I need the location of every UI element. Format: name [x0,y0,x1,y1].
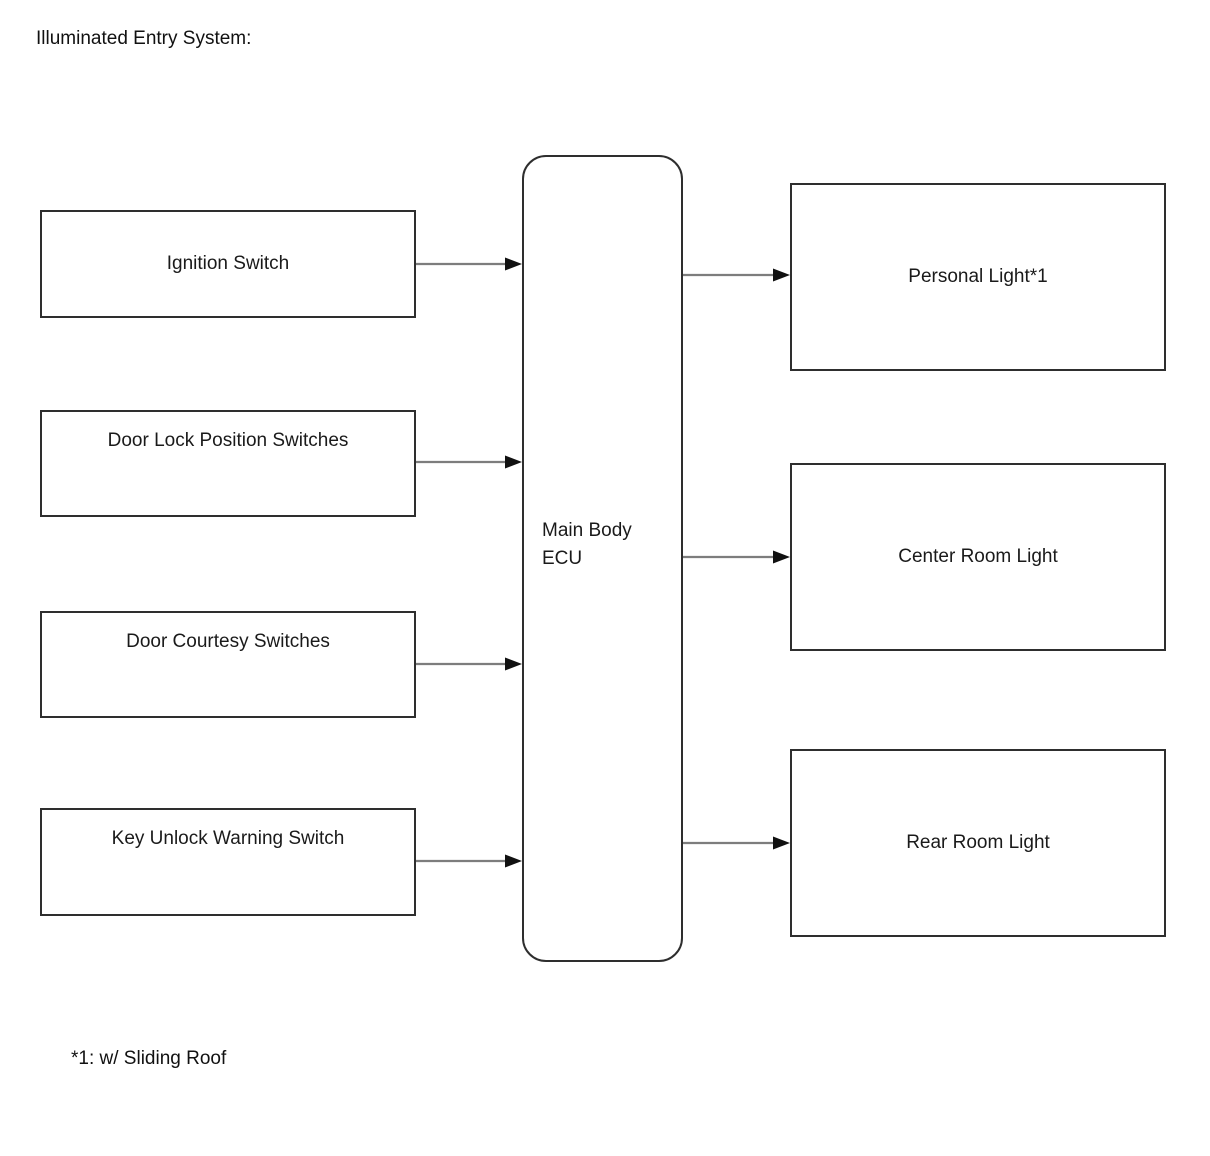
input-box-ignition-switch: Ignition Switch [40,210,416,318]
input-label-door-lock-position-switches: Door Lock Position Switches [107,430,349,451]
arrowhead-ecu-to-rear-room-light [773,836,790,850]
arrowhead-key-unlock-to-ecu [505,854,522,868]
controller-box-main-body-ecu [522,155,683,962]
connector-ecu-to-rear-room-light [683,836,790,850]
output-box-center-room-light: Center Room Light [790,463,1166,651]
input-box-key-unlock-warning-switch: Key Unlock Warning Switch [40,808,416,916]
arrowhead-door-lock-to-ecu [505,455,522,469]
input-label-ignition-switch: Ignition Switch [166,253,290,274]
input-box-door-courtesy-switches: Door Courtesy Switches [40,611,416,718]
input-box-door-lock-position-switches: Door Lock Position Switches [40,410,416,517]
connector-door-lock-to-ecu [416,455,522,469]
arrowhead-ignition-switch-to-ecu [505,257,522,271]
arrowhead-door-courtesy-to-ecu [505,657,522,671]
arrowhead-ecu-to-center-room-light [773,550,790,564]
input-label-key-unlock-warning-switch: Key Unlock Warning Switch [111,828,345,849]
connector-ecu-to-center-room-light [683,550,790,564]
output-label-center-room-light: Center Room Light [898,546,1058,567]
input-label-door-courtesy-switches: Door Courtesy Switches [126,631,330,652]
connector-ecu-to-personal-light [683,268,790,282]
output-label-personal-light: Personal Light*1 [908,266,1048,287]
connector-key-unlock-to-ecu [416,854,522,868]
footnote: *1: w/ Sliding Roof [71,1048,227,1069]
diagram-title: Illuminated Entry System: [36,28,252,49]
controller-label-main-body-ecu: Main Body ECU [542,520,632,569]
connector-ignition-switch-to-ecu [416,257,522,271]
output-box-personal-light: Personal Light*1 [790,183,1166,371]
connector-door-courtesy-to-ecu [416,657,522,671]
output-box-rear-room-light: Rear Room Light [790,749,1166,937]
output-label-rear-room-light: Rear Room Light [906,832,1050,853]
arrowhead-ecu-to-personal-light [773,268,790,282]
